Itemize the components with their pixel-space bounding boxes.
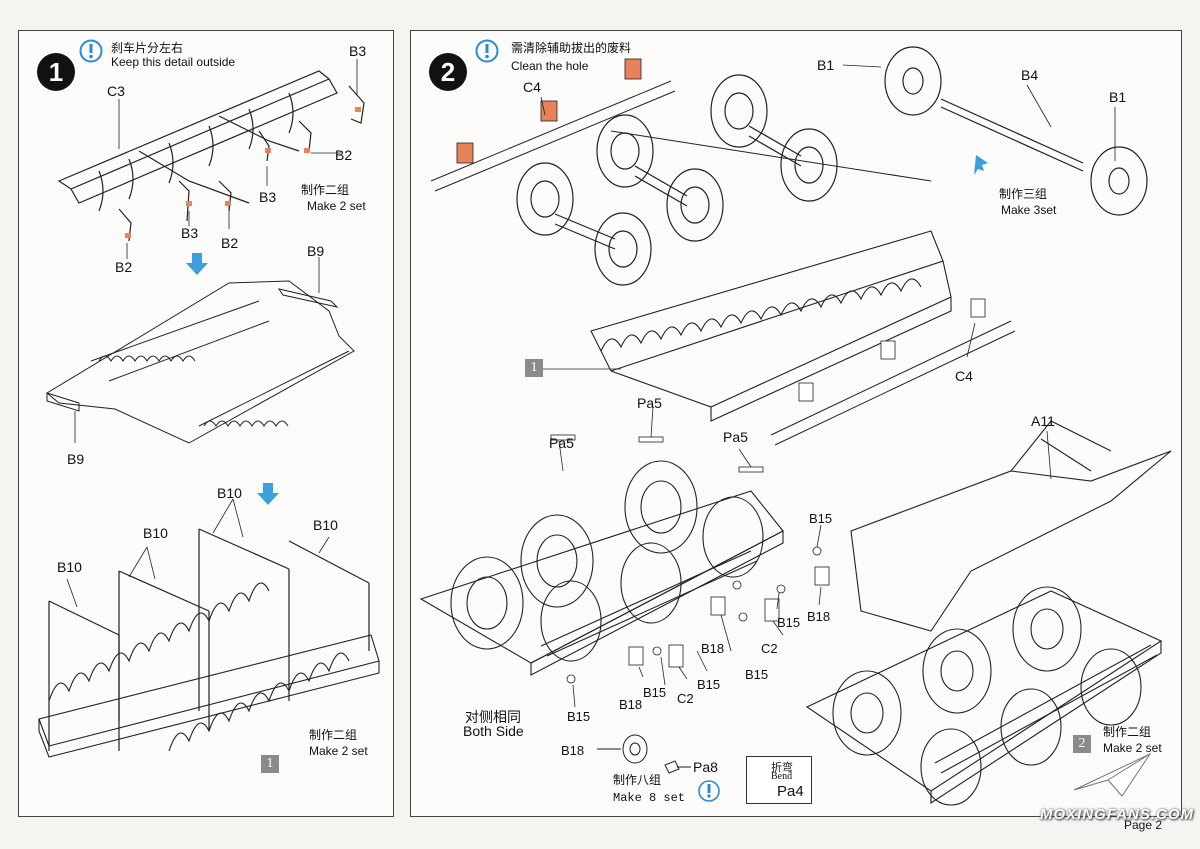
part-label: B15 [745,667,769,682]
part-label: B15 [777,615,801,630]
info-icon [475,39,499,63]
make-note-chinese: 制作二组 [301,183,350,197]
part-label: B2 [335,147,353,163]
part-label: B18 [807,609,831,624]
part-label: C4 [955,368,973,384]
make-note-english: Make 8 set [613,791,686,805]
both-side-english: Both Side [463,723,524,739]
part-label: Pa5 [637,395,662,411]
info-icon [79,39,103,63]
part-label: B9 [67,451,85,467]
part-label: C3 [107,83,125,99]
note-chinese: 需清除辅助拔出的废料 [511,41,632,55]
subassembly-ref: 1 [525,359,543,377]
part-label: B10 [313,517,338,533]
step-2-panel: 2 需清除辅助拔出的废料 Clean the hole [410,30,1182,817]
note-chinese: 刹车片分左右 [111,41,184,55]
paper-plane-logo [1073,752,1152,797]
make-note-chinese: 制作二组 [309,728,358,742]
part-label: B15 [697,677,721,692]
make-note-english: Make 2 set [1103,741,1162,755]
watermark: MOXINGFANS.COM [1040,806,1195,823]
part-label: C2 [677,691,694,706]
bogie-drawing [419,46,1172,806]
make-note-english: Make 2 set [309,744,368,758]
make-note-chinese: 制作二组 [1103,725,1152,739]
part-label: A11 [1031,413,1055,429]
part-label: B18 [561,743,585,758]
make-note-chinese: 制作三组 [999,187,1048,201]
part-label: C4 [523,79,541,95]
part-label: B2 [221,235,239,251]
note-english: Clean the hole [511,59,589,73]
part-label: Pa8 [693,759,718,775]
step-1-panel: 1 刹车片分左右 Keep this detail outside [18,30,394,817]
bend-part-label: Pa4 [777,783,804,800]
bend-callout: 折弯 Bend Pa4 [746,756,812,804]
part-label: B10 [143,525,168,541]
make-note-english: Make 2 set [307,199,366,213]
part-label: B1 [1109,89,1127,105]
both-side-chinese: 对侧相同 [465,709,521,725]
step-number: 2 [429,53,467,91]
bend-english: Bend [771,771,793,782]
part-label: B9 [307,243,325,259]
part-label: B3 [349,43,367,59]
part-label: Pa5 [549,435,574,451]
part-label: B15 [809,511,833,526]
part-label: Pa5 [723,429,748,445]
subassembly-ref: 2 [1073,735,1091,753]
part-label: B3 [259,189,277,205]
part-label: B1 [817,57,835,73]
subassembly-ref: 1 [261,755,279,773]
make-note-english: Make 3set [1001,203,1057,217]
part-label: B4 [1021,67,1039,83]
part-label: B10 [57,559,82,575]
make-note-chinese: 制作八组 [613,773,662,787]
part-label: B3 [181,225,199,241]
page-number: Page 2 [1124,818,1163,832]
bend-chinese: 折弯 [771,762,793,774]
step-number: 1 [37,53,75,91]
part-label: B2 [115,259,133,275]
part-label: C2 [761,641,778,656]
note-english: Keep this detail outside [111,55,236,69]
part-label: B18 [701,641,725,656]
part-label: B15 [567,709,591,724]
brake-frame-drawing [38,59,380,758]
part-label: B15 [643,685,667,700]
part-label: B10 [217,485,242,501]
part-label: B18 [619,697,643,712]
